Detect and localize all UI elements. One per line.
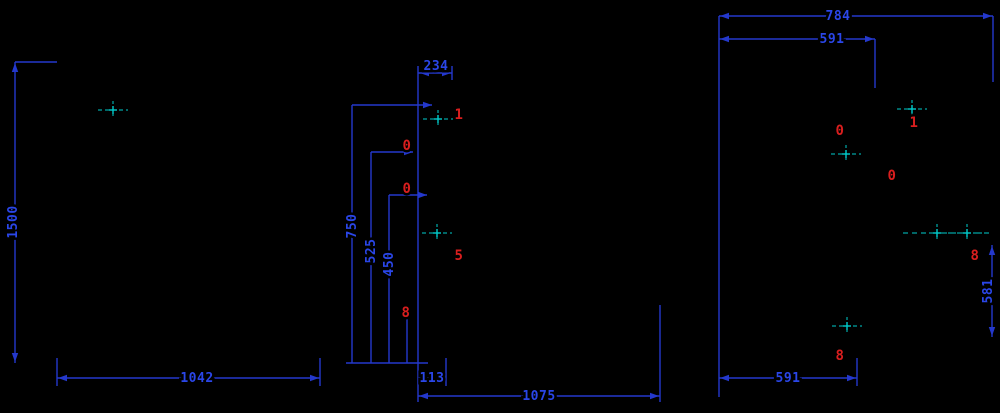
dimension-arrowhead <box>420 69 429 77</box>
dimension-arrowhead <box>310 374 319 382</box>
callout-label: 5 <box>455 248 464 264</box>
callout-label: 0 <box>888 168 897 184</box>
dimension-arrowhead <box>418 191 427 199</box>
insertion-point-marker <box>952 224 982 242</box>
dimension-label: 750 <box>345 214 360 239</box>
callout-label: 0 <box>403 138 412 154</box>
dimension-arrowhead <box>983 12 992 20</box>
insertion-point-marker <box>831 145 861 163</box>
insertion-point-marker <box>897 100 927 118</box>
dimension-arrowhead <box>988 246 996 255</box>
dimension-label: 1042 <box>180 371 213 386</box>
callout-label: 0 <box>403 181 412 197</box>
dimension-arrowhead <box>442 69 451 77</box>
dimension-arrowhead <box>865 35 874 43</box>
dimension-label: 1075 <box>522 389 555 404</box>
dimension-arrowhead <box>11 63 19 72</box>
dimension-label: 113 <box>420 371 445 386</box>
dimension-label: 234 <box>424 59 449 74</box>
dimension-arrowhead <box>419 392 428 400</box>
callout-label: 1 <box>455 107 464 123</box>
dimension-arrowhead <box>650 392 659 400</box>
callout-label: 8 <box>971 248 980 264</box>
callout-label: 0 <box>836 123 845 139</box>
insertion-point-marker <box>422 224 452 242</box>
dimension-label: 784 <box>826 9 851 24</box>
dimension-arrowhead <box>11 353 19 362</box>
dimension-arrowhead <box>436 374 445 382</box>
dimension-label: 591 <box>820 32 845 47</box>
dimension-label: 450 <box>382 252 397 277</box>
dimension-label: 591 <box>776 371 801 386</box>
dimension-arrowhead <box>419 374 428 382</box>
callout-label: 8 <box>402 305 411 321</box>
dimension-arrowhead <box>423 101 432 109</box>
dimension-label: 1500 <box>6 205 21 238</box>
callout-label: 1 <box>910 115 919 131</box>
dimension-arrowhead <box>720 12 729 20</box>
dimension-arrowhead <box>58 374 67 382</box>
dimension-arrowhead <box>720 374 729 382</box>
dimension-arrowhead <box>404 148 413 156</box>
dimension-label: 525 <box>364 239 379 264</box>
insertion-point-marker <box>922 224 952 242</box>
callout-label: 8 <box>836 348 845 364</box>
dimension-label: 581 <box>981 279 996 304</box>
insertion-point-marker <box>832 317 862 335</box>
insertion-point-marker <box>98 101 128 119</box>
dimension-arrowhead <box>988 327 996 336</box>
dimension-arrowhead <box>847 374 856 382</box>
dimension-arrowhead <box>720 35 729 43</box>
insertion-point-marker <box>423 110 453 128</box>
